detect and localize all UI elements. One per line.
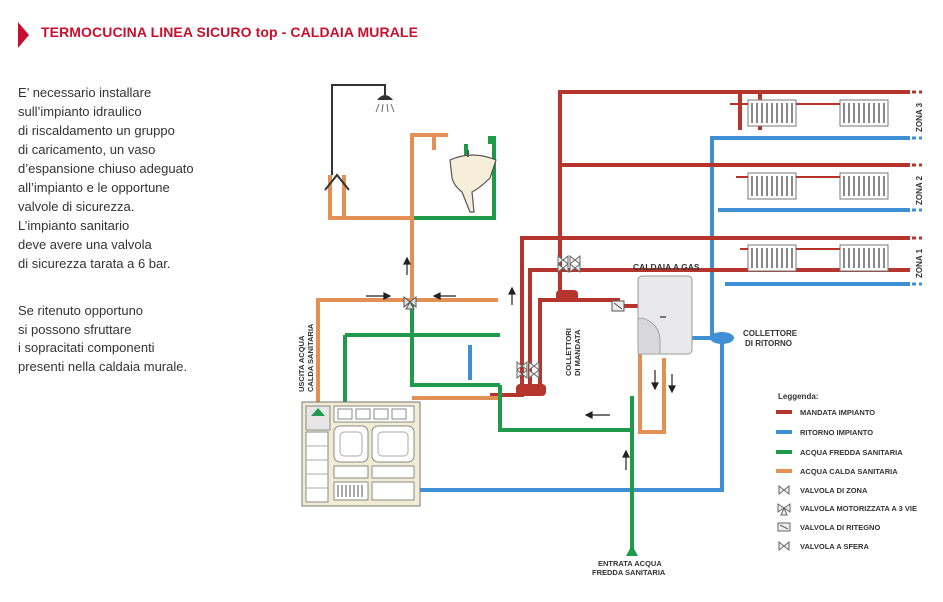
note-paragraph: Se ritenuto opportuno si possono sfrutta… <box>18 303 188 374</box>
cold-water-pipes <box>343 136 634 550</box>
sink-icon <box>449 150 497 213</box>
cold-inlet-label-2: FREDDA SANITARIA <box>592 568 666 577</box>
legend-check-valve-icon <box>777 522 791 532</box>
gas-boiler <box>637 275 693 355</box>
supply-manifold-lower <box>516 384 546 396</box>
legend-label-5: VALVOLA DI ZONA <box>800 486 868 495</box>
title-marker-icon <box>18 22 29 48</box>
legend-label-2: RITORNO IMPIANTO <box>800 428 873 437</box>
three-way-valve-icon <box>403 295 417 310</box>
legend-ball-valve-icon <box>778 541 790 551</box>
hot-outlet-label-1: USCITA ACQUA <box>297 335 306 392</box>
shower-icon <box>324 84 386 191</box>
legend-label-8: VALVOLA A SFERA <box>800 542 869 551</box>
supply-manifold-upper <box>556 290 578 302</box>
zone-2-label: ZONA 2 <box>915 175 924 205</box>
return-collector-label-2: DI RITORNO <box>745 339 792 348</box>
legend-label-3: ACQUA FREDDA SANITARIA <box>800 448 903 457</box>
legend-label-1: MANDATA IMPIANTO <box>800 408 875 417</box>
hot-water-pipes <box>316 133 666 434</box>
page-title: TERMOCUCINA LINEA SICURO top - CALDAIA M… <box>41 24 419 40</box>
legend: Leggenda: MANDATA IMPIANTO RITORNO IMPIA… <box>776 392 917 551</box>
legend-title: Leggenda: <box>778 392 818 401</box>
supply-collectors-label-2: DI MANDATA <box>573 329 582 376</box>
cold-inlet-label-1: ENTRATA ACQUA <box>598 559 662 568</box>
radiators <box>747 99 889 272</box>
check-valve-icon <box>611 300 625 312</box>
supply-collectors-label-1: COLLETTORI <box>564 328 573 376</box>
flow-arrows <box>366 256 676 470</box>
intro-paragraph: E’ necessario installare sull’impianto i… <box>18 85 194 271</box>
legend-zone-valve-icon <box>778 485 790 495</box>
legend-label-4: ACQUA CALDA SANITARIA <box>800 467 898 476</box>
legend-three-way-valve-icon <box>777 503 791 516</box>
return-collector <box>710 332 734 344</box>
stove-termocucina <box>301 401 421 507</box>
inlet-arrow-icon <box>626 545 638 556</box>
boiler-label: CALDAIA A GAS <box>633 262 700 272</box>
zone-3-label: ZONA 3 <box>915 102 924 132</box>
hot-outlet-label-2: CALDA SANITARIA <box>306 323 315 392</box>
legend-label-7: VALVOLA DI RITEGNO <box>800 523 880 532</box>
legend-label-6: VALVOLA MOTORIZZATA A 3 VIE <box>800 504 917 513</box>
zone-1-label: ZONA 1 <box>915 248 924 278</box>
return-collector-label-1: COLLETTORE <box>743 329 798 338</box>
